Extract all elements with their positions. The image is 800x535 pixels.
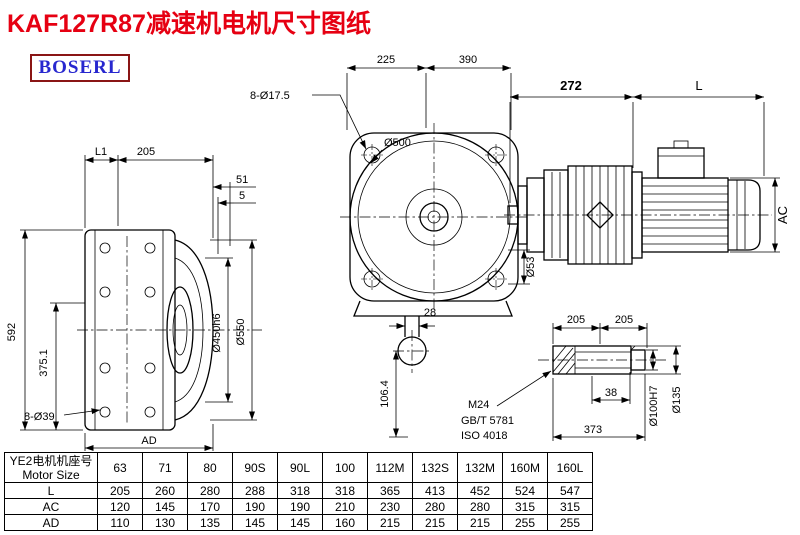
dim-L-label: L (695, 78, 702, 93)
dia-53-label: Ø53 (525, 257, 537, 278)
dia-450-label: Ø450h6 (211, 313, 223, 352)
bolt-17-label: 8-Ø17.5 (250, 90, 290, 102)
dim-205a-label: 205 (567, 314, 585, 326)
row-label: AD (4, 514, 98, 531)
shaft-detail: 205 205 38 373 M24 GB/T 5781 ISO 4018 Ø1… (461, 314, 683, 442)
table-cell: 524 (502, 482, 548, 499)
inspection-plug (586, 201, 614, 229)
table-row-AD: AD 110 130 135 145 145 160 215 215 215 2… (4, 514, 593, 531)
row-label: L (4, 482, 98, 499)
table-cell: 315 (547, 498, 593, 515)
size-col-header: 90S (232, 452, 278, 483)
size-col-header: 90L (277, 452, 323, 483)
dimension-drawing: L1 205 51 5 592 375.1 Ø450h6 (6, 54, 790, 451)
dim-375-label: 375.1 (38, 349, 50, 377)
thread-label: M24 (468, 399, 489, 411)
table-cell: 205 (97, 482, 143, 499)
left-side-view: L1 205 51 5 592 375.1 Ø450h6 (6, 146, 262, 451)
motor-size-header: YE2电机机座号 Motor Size (4, 452, 98, 483)
dim-373-label: 373 (584, 424, 602, 436)
size-col-header: 63 (97, 452, 143, 483)
size-col-header: 112M (367, 452, 413, 483)
table-cell: 190 (277, 498, 323, 515)
table-cell: 135 (187, 514, 233, 531)
size-col-header: 71 (142, 452, 188, 483)
dim-5-label: 5 (239, 190, 245, 202)
table-cell: 145 (232, 514, 278, 531)
table-cell: 160 (322, 514, 368, 531)
motor-side-view: 272 L AC (504, 78, 790, 265)
table-cell: 365 (367, 482, 413, 499)
table-cell: 452 (457, 482, 503, 499)
table-cell: 215 (412, 514, 458, 531)
table-cell: 318 (322, 482, 368, 499)
dim-51-label: 51 (236, 174, 248, 186)
table-header-row: YE2电机机座号 Motor Size 63 71 80 90S 90L 100… (4, 452, 593, 483)
size-col-header: 132S (412, 452, 458, 483)
table-cell: 413 (412, 482, 458, 499)
table-cell: 255 (502, 514, 548, 531)
front-view: 225 390 8-Ø17.5 Ø500 Ø53 28 106.4 (250, 54, 537, 438)
mount-foot (353, 300, 513, 317)
table-cell: 215 (367, 514, 413, 531)
table-cell: 280 (457, 498, 503, 515)
size-col-header: 160M (502, 452, 548, 483)
dim-272-label: 272 (560, 78, 582, 93)
table-cell: 145 (277, 514, 323, 531)
dia-100-label: Ø100H7 (648, 386, 660, 427)
table-cell: 190 (232, 498, 278, 515)
table-cell: 280 (412, 498, 458, 515)
dia-500-label: Ø500 (384, 137, 411, 149)
dim-205-label: 205 (137, 146, 155, 158)
table-cell: 255 (547, 514, 593, 531)
size-col-header: 100 (322, 452, 368, 483)
row-label: AC (4, 498, 98, 515)
table-cell: 170 (187, 498, 233, 515)
std-iso-label: ISO 4018 (461, 430, 507, 442)
dim-592-label: 592 (6, 323, 18, 341)
table-cell: 145 (142, 498, 188, 515)
size-col-header: 80 (187, 452, 233, 483)
size-col-header: 160L (547, 452, 593, 483)
table-row-L: L 205 260 280 288 318 318 365 413 452 52… (4, 482, 593, 499)
flange-outline (174, 239, 214, 421)
table-cell: 210 (322, 498, 368, 515)
table-cell: 130 (142, 514, 188, 531)
table-cell: 110 (97, 514, 143, 531)
page-title: KAF127R87减速机电机尺寸图纸 (7, 10, 371, 38)
terminal-box (657, 147, 705, 179)
table-cell: 288 (232, 482, 278, 499)
table-cell: 260 (142, 482, 188, 499)
table-cell: 230 (367, 498, 413, 515)
dim-28-label: 28 (424, 307, 436, 319)
boserl-logo: BOSERL (30, 54, 130, 82)
table-row-AC: AC 120 145 170 190 190 210 230 280 280 3… (4, 498, 593, 515)
dim-AC-label: AC (775, 206, 790, 224)
fan-cowl (728, 179, 761, 251)
table-cell: 215 (457, 514, 503, 531)
table-cell: 315 (502, 498, 548, 515)
dim-AD-label: AD (141, 435, 156, 447)
dia-135-label: Ø135 (671, 387, 683, 414)
bolt-39-label: 8-Ø39 (24, 411, 55, 423)
header-chinese: YE2电机机座号 (9, 453, 93, 468)
shaft-boss (166, 286, 194, 374)
dim-390-label: 390 (459, 54, 477, 66)
table-cell: 120 (97, 498, 143, 515)
std-gbt-label: GB/T 5781 (461, 415, 514, 427)
header-english: Motor Size (22, 467, 80, 482)
dim-38-label: 38 (605, 387, 617, 399)
motor-size-table: YE2电机机座号 Motor Size 63 71 80 90S 90L 100… (4, 452, 593, 531)
dim-205b-label: 205 (615, 314, 633, 326)
dim-L1-label: L1 (95, 146, 107, 158)
table-cell: 280 (187, 482, 233, 499)
size-col-header: 132M (457, 452, 503, 483)
dim-106-label: 106.4 (379, 380, 391, 408)
dim-225-label: 225 (377, 54, 395, 66)
table-cell: 547 (547, 482, 593, 499)
table-cell: 318 (277, 482, 323, 499)
dia-550-label: Ø550 (235, 319, 247, 346)
